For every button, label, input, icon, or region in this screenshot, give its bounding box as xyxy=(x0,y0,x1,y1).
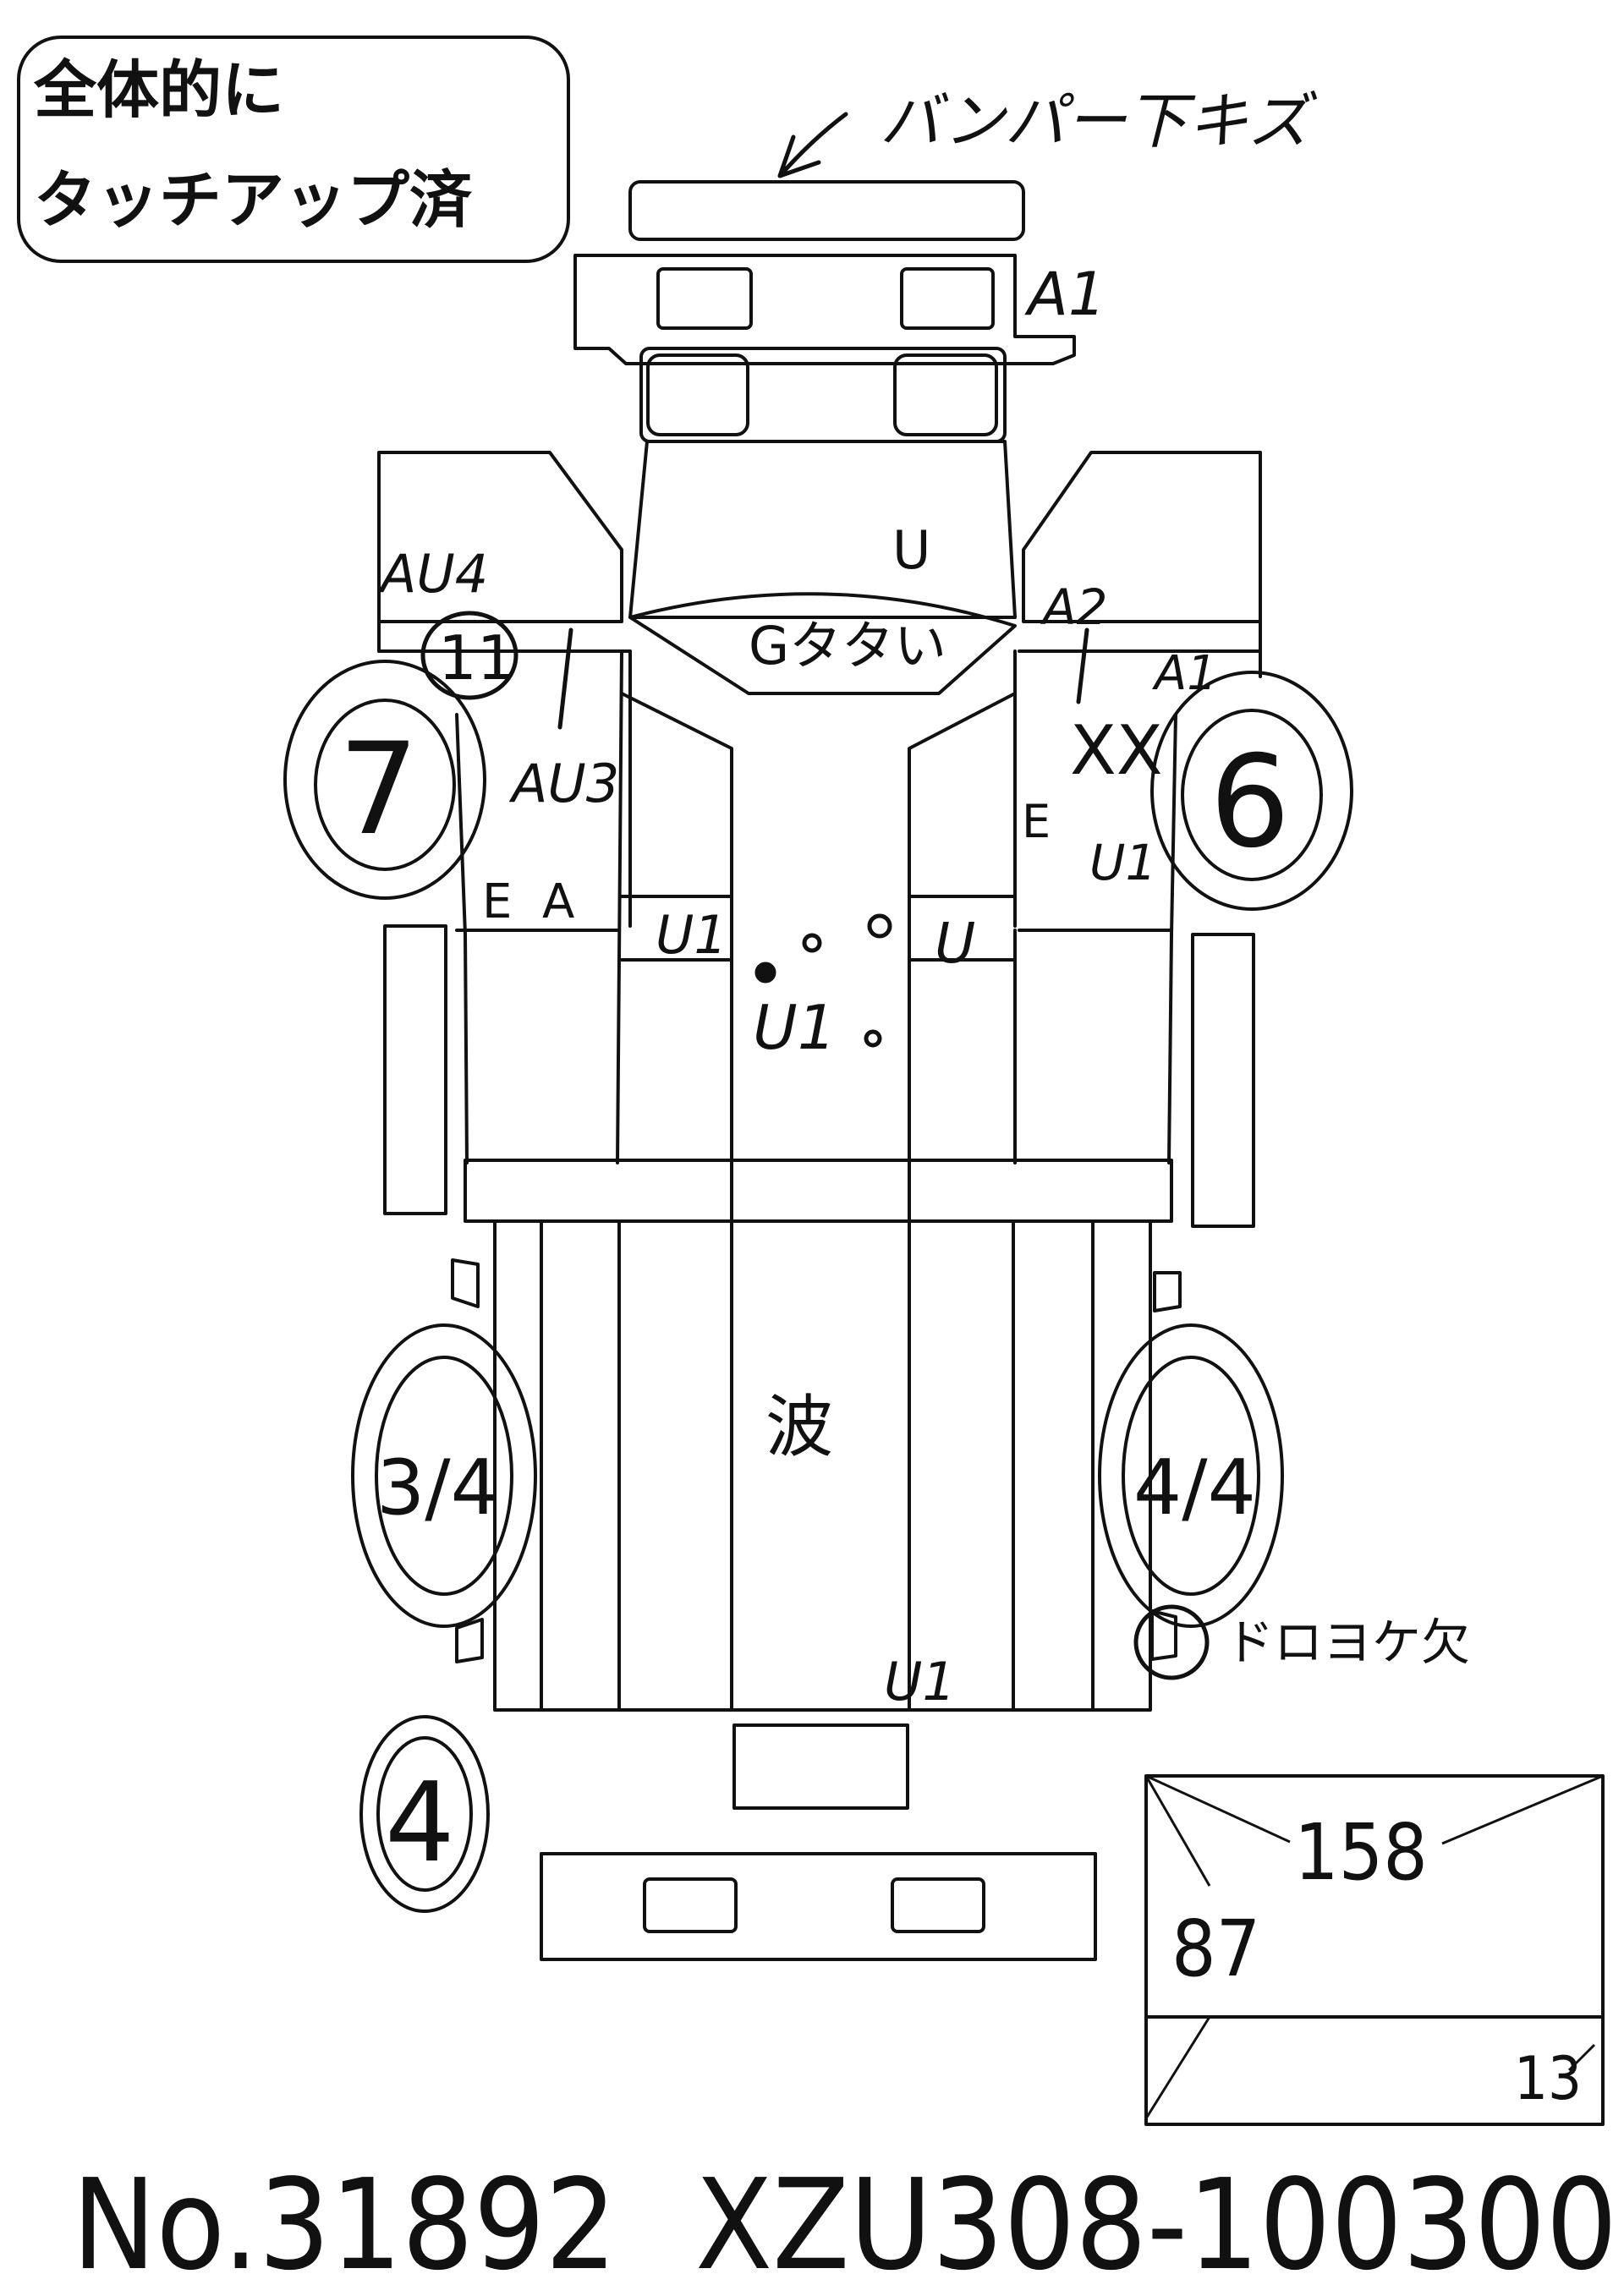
headlamp-right xyxy=(900,267,995,330)
tire-rear-right-value: 4/4 xyxy=(1133,1444,1256,1532)
front-grille: A1 xyxy=(573,254,1106,365)
rear-panel xyxy=(540,1723,1097,1961)
dimension-left: 87 xyxy=(1171,1904,1260,1994)
front-bumper xyxy=(628,180,1025,241)
bumper-note: バンパー下キズ xyxy=(777,85,1318,178)
tire-spare: 4 xyxy=(359,1715,490,1913)
tire-spare-value: 4 xyxy=(385,1758,455,1887)
right-pillar-grade: A1 xyxy=(1152,646,1217,701)
chassis-number: XZU308-1003006 xyxy=(695,2152,1624,2296)
side-steps xyxy=(383,924,1255,1228)
right-sill-grade: U xyxy=(935,911,975,976)
mudflap-note: ドロヨケ欠 xyxy=(1133,1604,1470,1680)
bed-grade: 波 xyxy=(765,1388,833,1466)
cab-body xyxy=(377,440,1262,1169)
taillamp-left xyxy=(643,1877,738,1933)
right-step-u: U1 xyxy=(1089,834,1156,891)
tire-rear-left: 3/4 xyxy=(351,1323,537,1628)
left-pillar-grade: AU3 xyxy=(508,753,619,814)
right-door-upper-grade: A2 xyxy=(1040,578,1108,636)
left-sill-grade: U1 xyxy=(656,904,727,966)
dent-marks xyxy=(754,913,892,1048)
tailgate-grade: U1 xyxy=(884,1651,956,1712)
tire-front-left-value: 7 xyxy=(338,716,419,863)
cab-floor-grade: U1 xyxy=(753,992,837,1063)
right-marks: XX xyxy=(1070,711,1163,790)
scratch-mark-left xyxy=(557,627,573,730)
roof-grade: U xyxy=(892,519,930,581)
hood-grade: Gタタい xyxy=(749,615,946,677)
bumper-note-text: バンパー下キズ xyxy=(880,85,1318,156)
dimension-top: 158 xyxy=(1294,1807,1428,1898)
tire-front-left: 7 xyxy=(283,660,486,900)
left-step-grade: E A xyxy=(482,874,574,929)
circled-count-value: 11 xyxy=(438,622,516,693)
mudflaps xyxy=(451,1258,1182,1663)
note-box: 全体的に タッチアップ済 xyxy=(17,36,570,263)
taillamp-right xyxy=(891,1877,985,1933)
front-bumper-grade: A1 xyxy=(1024,260,1106,329)
tire-rear-left-value: 3/4 xyxy=(376,1444,499,1532)
left-door-upper-grade: AU4 xyxy=(377,543,488,605)
tire-front-right-value: 6 xyxy=(1210,729,1290,876)
dimension-box: 158 87 13 xyxy=(1144,1774,1605,2126)
right-step-e: E xyxy=(1022,795,1051,848)
headlamp-left xyxy=(656,267,753,330)
note-line-1: 全体的に xyxy=(33,54,284,127)
circled-count: 11 xyxy=(420,611,518,700)
dimension-corner: 13 xyxy=(1514,2044,1582,2113)
arrow-icon xyxy=(777,112,848,178)
mudflap-note-text: ドロヨケ欠 xyxy=(1225,1614,1470,1671)
tire-rear-right: 4/4 xyxy=(1098,1323,1284,1628)
truck-bed: 波 U1 xyxy=(493,1165,1152,1712)
scratch-mark-right xyxy=(1076,627,1089,704)
frame-crossbar xyxy=(464,1159,1173,1223)
tire-front-right: 6 xyxy=(1150,671,1353,911)
note-line-2: タッチアップ済 xyxy=(34,164,473,237)
lot-number: No.31892 xyxy=(72,2152,617,2296)
